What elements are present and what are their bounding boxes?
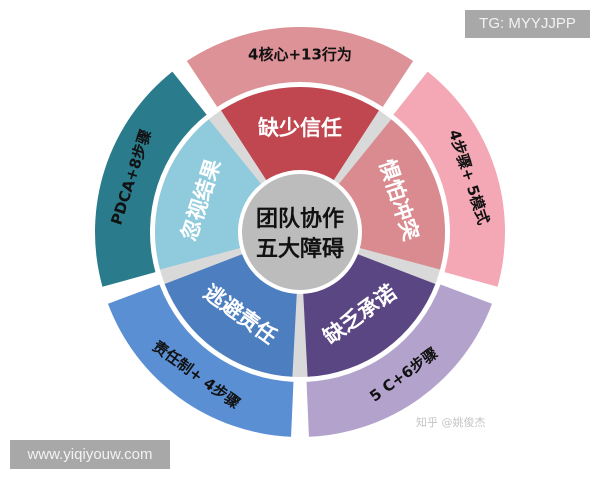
tg-watermark: TG: MYYJJPP: [465, 10, 590, 38]
zhihu-credit: 知乎 @姚俊杰: [416, 416, 486, 429]
segment-method-trust: 4核心+13行为: [248, 46, 352, 64]
outer-segment-commitment: [306, 284, 493, 437]
inner-segment-accountability: [164, 252, 297, 377]
core-title-line2: 五大障碍: [256, 236, 344, 262]
outer-segment-trust: [186, 26, 414, 107]
segment-label-trust: 缺少信任: [258, 116, 342, 140]
outer-segment-conflict: [393, 71, 506, 287]
site-watermark: www.yiqiyouw.com: [10, 440, 170, 469]
inner-segment-trust: [221, 86, 379, 184]
inner-segment-commitment: [303, 252, 436, 377]
inner-segment-conflict: [336, 119, 445, 270]
inner-segment-results: [155, 119, 264, 270]
outer-segment-accountability: [107, 284, 294, 437]
core-title-line1: 团队协作: [256, 207, 344, 232]
outer-segment-results: [95, 71, 207, 287]
core-circle: [242, 174, 358, 290]
